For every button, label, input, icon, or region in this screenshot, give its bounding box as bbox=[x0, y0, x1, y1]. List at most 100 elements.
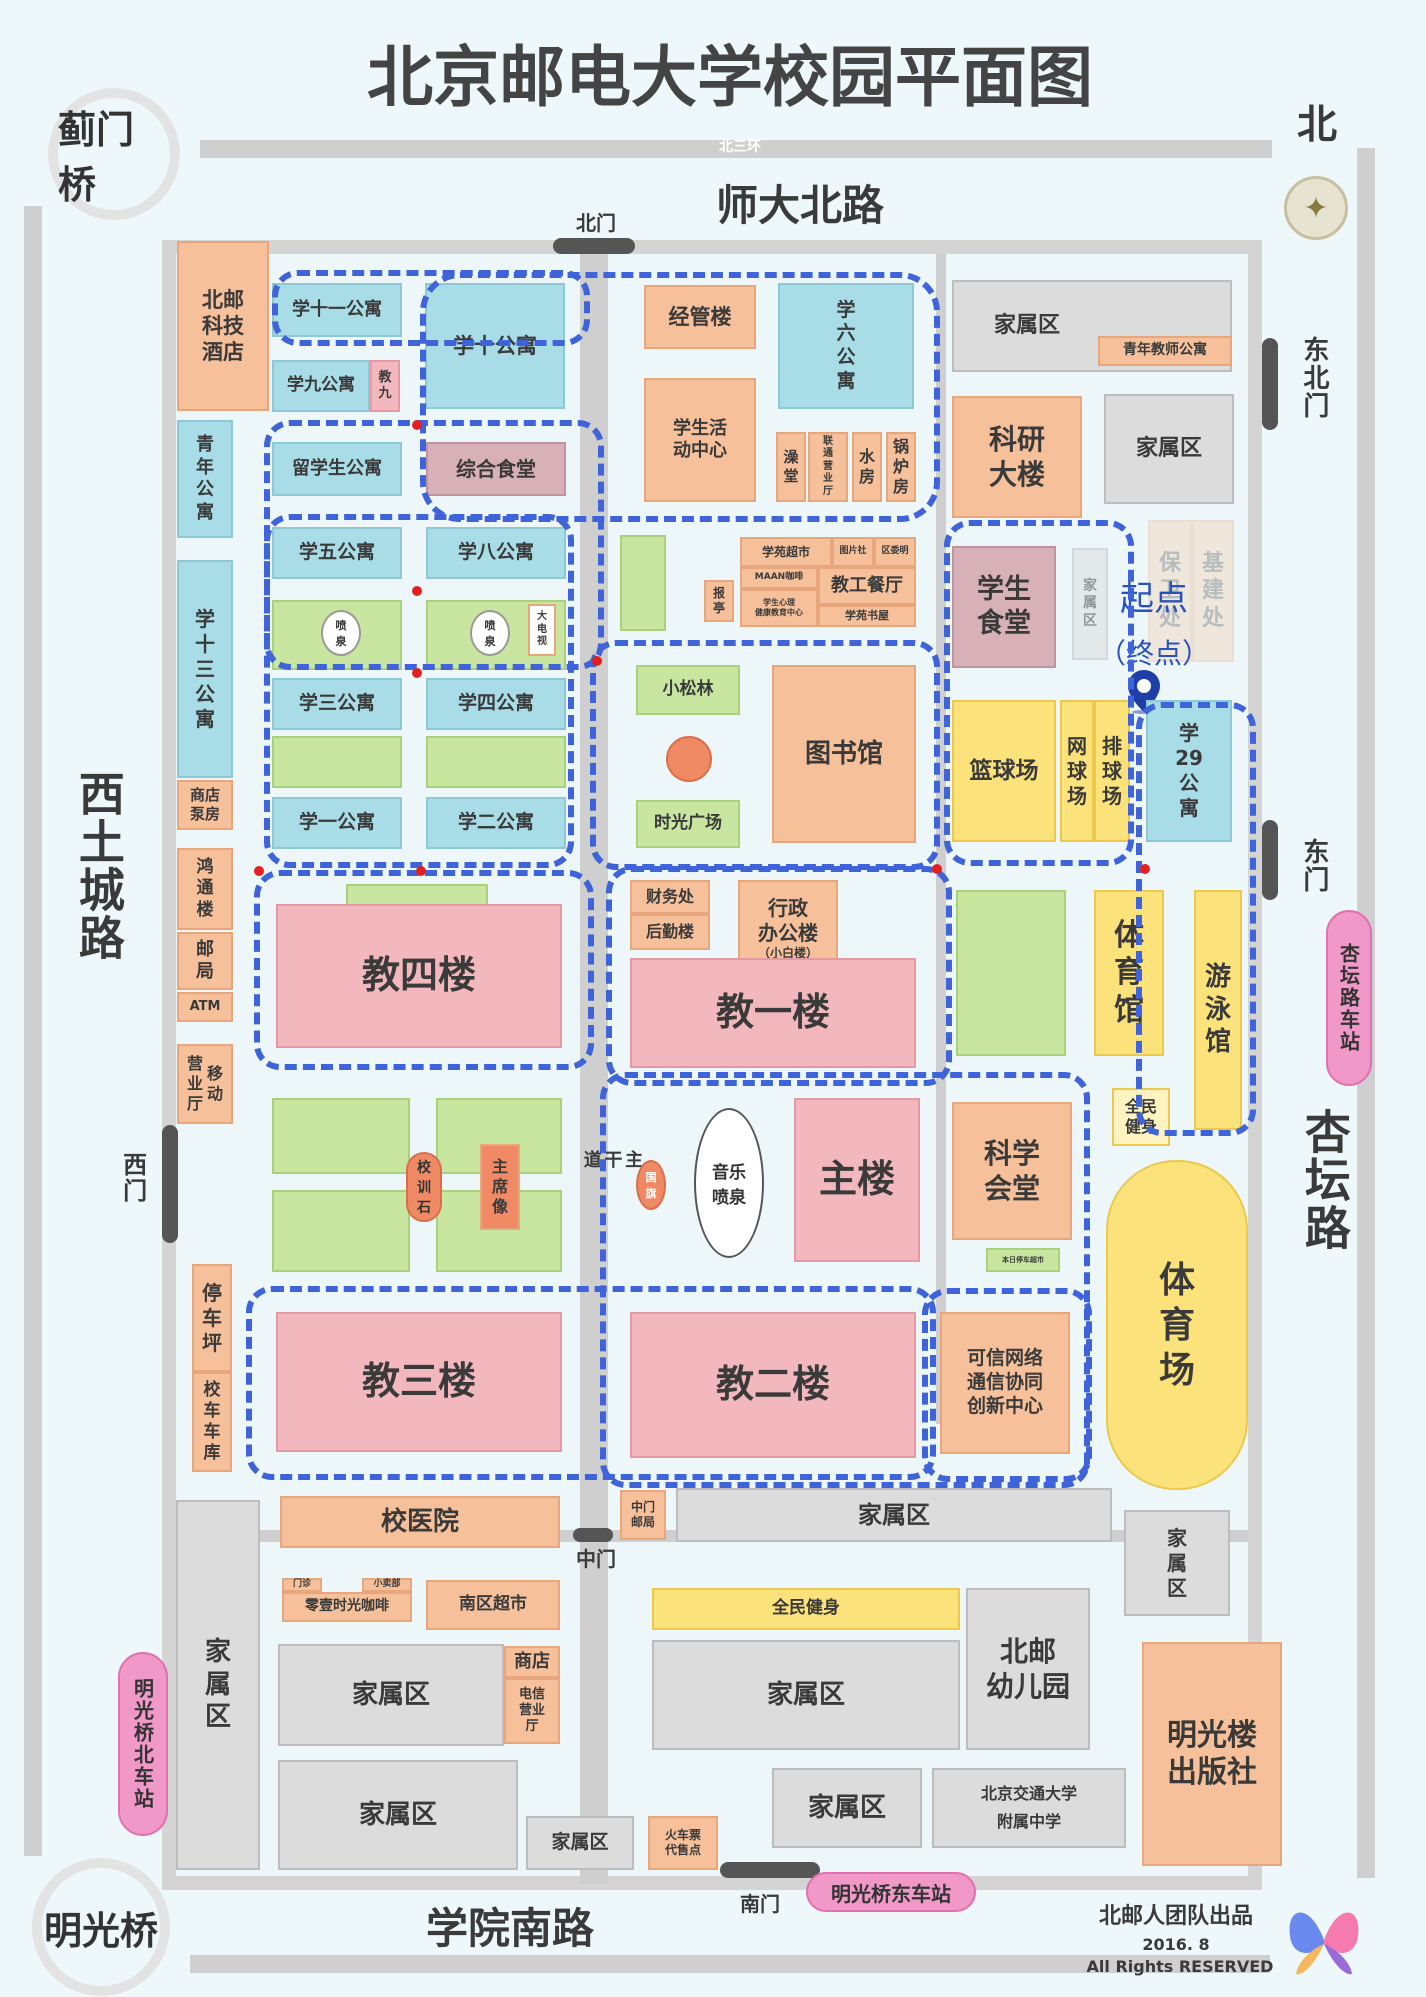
residential-mid[interactable]: 家属区 bbox=[676, 1488, 1112, 1542]
student-canteen[interactable]: 学生 食堂 bbox=[952, 546, 1056, 668]
xue13-apartment[interactable]: 学 十 三 公 寓 bbox=[177, 560, 233, 778]
xueyuan-market[interactable]: 学苑超市 bbox=[740, 537, 832, 567]
lawn-center-north bbox=[620, 535, 666, 631]
time-square[interactable]: 时光广场 bbox=[636, 800, 740, 848]
teaching-building-3[interactable]: 教三楼 bbox=[276, 1312, 562, 1452]
bjtu-middle-school[interactable]: 北京交通大学 附属中学 bbox=[932, 1768, 1126, 1848]
water-room[interactable]: 水 房 bbox=[852, 432, 882, 502]
middle-gate-post[interactable]: 中门 邮局 bbox=[620, 1490, 666, 1540]
atm[interactable]: ATM bbox=[177, 992, 233, 1022]
gate-north[interactable] bbox=[553, 238, 635, 254]
residential-west[interactable]: 家 属 区 bbox=[176, 1500, 260, 1870]
route-center-loop bbox=[590, 640, 940, 870]
xue9-apartment[interactable]: 学九公寓 bbox=[272, 360, 370, 412]
campus-hospital[interactable]: 校医院 bbox=[280, 1496, 560, 1548]
xiaosonglin[interactable]: 小松林 bbox=[636, 665, 740, 715]
xue2-apartment[interactable]: 学二公寓 bbox=[426, 797, 566, 849]
research-building[interactable]: 科研 大楼 bbox=[952, 396, 1082, 518]
mental-health-center[interactable]: 学生心理 健康教育中心 bbox=[740, 589, 818, 627]
bus-stop-mingguang-north[interactable]: 明光桥北车站 bbox=[118, 1652, 168, 1836]
fitness-area-2[interactable]: 全民健身 bbox=[652, 1588, 960, 1630]
security-office[interactable]: 保卫处 bbox=[1148, 520, 1192, 662]
library[interactable]: 图书馆 bbox=[772, 665, 916, 843]
residential-c[interactable]: 家属区 bbox=[278, 1760, 518, 1870]
parking-lot[interactable]: 停 车 坪 bbox=[192, 1264, 232, 1372]
teaching-building-1[interactable]: 教一楼 bbox=[630, 958, 916, 1068]
qingnian-apartment[interactable]: 青 年 公 寓 bbox=[177, 420, 233, 538]
residential-e[interactable]: 家属区 bbox=[772, 1768, 922, 1848]
campus-shop[interactable]: 区委明 bbox=[874, 537, 916, 567]
teaching-building-4[interactable]: 教四楼 bbox=[276, 904, 562, 1048]
gate-west[interactable] bbox=[162, 1125, 178, 1243]
hongtong-building[interactable]: 鸿 通 楼 bbox=[177, 848, 233, 930]
young-teacher-apartment[interactable]: 青年教师公寓 bbox=[1098, 336, 1232, 366]
xue3-apartment[interactable]: 学三公寓 bbox=[272, 678, 402, 730]
flag-pole[interactable]: 国 旗 bbox=[636, 1160, 666, 1210]
motto-stone[interactable]: 校 训 石 bbox=[406, 1152, 442, 1222]
tennis-court[interactable]: 网 球 场 bbox=[1060, 700, 1094, 842]
teaching-building-2[interactable]: 教二楼 bbox=[630, 1312, 916, 1458]
xue29-apartment[interactable]: 学 29 公 寓 bbox=[1146, 700, 1232, 842]
mobile-hall[interactable]: 营 业 厅移 动 bbox=[177, 1044, 233, 1124]
xue6-apartment[interactable]: 学 六 公 寓 bbox=[778, 283, 914, 409]
residential-b[interactable]: 家属区 bbox=[652, 1640, 960, 1750]
residential-east-small[interactable]: 家 属 区 bbox=[1124, 1510, 1230, 1616]
xue1-apartment[interactable]: 学一公寓 bbox=[272, 797, 402, 849]
gate-northeast[interactable] bbox=[1262, 338, 1278, 430]
school-bus-garage[interactable]: 校 车 车 库 bbox=[192, 1372, 232, 1472]
gate-middle[interactable] bbox=[573, 1528, 613, 1542]
lawn-south-1 bbox=[272, 1098, 410, 1174]
science-hall[interactable]: 科学 会堂 bbox=[952, 1102, 1072, 1240]
post-office[interactable]: 邮 局 bbox=[177, 932, 233, 990]
road-west-label: 西土城路 bbox=[71, 770, 126, 962]
shop[interactable]: 商店 bbox=[504, 1646, 560, 1678]
jiao9-building[interactable]: 教 九 bbox=[370, 360, 400, 412]
xueyuan-bookstore[interactable]: 学苑书屋 bbox=[818, 605, 916, 627]
train-ticket-office[interactable]: 火车票 代售点 bbox=[648, 1816, 718, 1870]
innovation-center[interactable]: 可信网络 通信协同 创新中心 bbox=[940, 1312, 1070, 1454]
kindergarten[interactable]: 北邮 幼儿园 bbox=[966, 1588, 1090, 1750]
bathhouse[interactable]: 澡 堂 bbox=[776, 432, 806, 502]
main-building[interactable]: 主楼 bbox=[794, 1098, 920, 1262]
junction-dot bbox=[416, 866, 426, 876]
logistics-building[interactable]: 后勤楼 bbox=[630, 914, 710, 950]
bus-stop-xingtan[interactable]: 杏坛路车站 bbox=[1326, 910, 1372, 1086]
finance-office[interactable]: 财务处 bbox=[630, 880, 710, 914]
kiosk-small[interactable]: 小卖部 bbox=[362, 1578, 412, 1592]
xue4-apartment[interactable]: 学四公寓 bbox=[426, 678, 566, 730]
bus-stop-mingguang-east[interactable]: 明光桥东车站 bbox=[806, 1872, 976, 1912]
photo-shop[interactable]: 图片社 bbox=[832, 537, 874, 567]
mingguang-press[interactable]: 明光楼 出版社 bbox=[1142, 1642, 1282, 1866]
residential-small[interactable]: 家 属 区 bbox=[1072, 548, 1108, 660]
clinic-kiosk[interactable]: 门诊 bbox=[282, 1578, 322, 1592]
residential-d[interactable]: 家属区 bbox=[526, 1816, 634, 1870]
parking-shop[interactable]: 本日停车超市 bbox=[986, 1248, 1060, 1272]
chairman-statue[interactable]: 主 席 像 bbox=[480, 1144, 520, 1230]
gate-east[interactable] bbox=[1262, 820, 1278, 900]
unicom-hall[interactable]: 联 通 营 业 厅 bbox=[808, 432, 848, 502]
bus-stop-xingtan-label: 杏坛路车站 bbox=[1336, 943, 1361, 1053]
stadium[interactable]: 体 育 场 bbox=[1106, 1160, 1248, 1490]
shop-pump-room[interactable]: 商店 泵房 bbox=[177, 780, 233, 830]
swimming-pool[interactable]: 游 泳 馆 bbox=[1194, 890, 1242, 1130]
xue8-apartment[interactable]: 学八公寓 bbox=[426, 527, 566, 579]
gate-south[interactable] bbox=[720, 1862, 820, 1878]
faculty-dining[interactable]: 教工餐厅 bbox=[818, 567, 916, 605]
telecom-hall[interactable]: 电信 营业 厅 bbox=[504, 1678, 560, 1744]
residential-a[interactable]: 家属区 bbox=[278, 1644, 504, 1746]
liuxuesheng-apartment[interactable]: 留学生公寓 bbox=[272, 442, 402, 496]
hotel[interactable]: 北邮 科技 酒店 bbox=[177, 241, 269, 411]
jingguan-building[interactable]: 经管楼 bbox=[644, 285, 756, 349]
xue5-apartment[interactable]: 学五公寓 bbox=[272, 527, 402, 579]
basketball-court[interactable]: 篮球场 bbox=[952, 700, 1056, 842]
lingyi-cafe[interactable]: 零壹时光咖啡 bbox=[282, 1592, 412, 1622]
maan-cafe[interactable]: MAAN咖啡 bbox=[740, 567, 818, 589]
residential-ne-2[interactable]: 家属区 bbox=[1104, 394, 1234, 504]
south-market[interactable]: 南区超市 bbox=[426, 1580, 560, 1630]
road-east-label: 杏坛路 bbox=[1297, 1108, 1352, 1252]
music-fountain[interactable]: 音乐 喷泉 bbox=[694, 1108, 764, 1258]
infrastructure-office[interactable]: 基建处 bbox=[1192, 520, 1234, 662]
newsstand[interactable]: 报 亭 bbox=[704, 580, 734, 622]
student-activity-center[interactable]: 学生活 动中心 bbox=[644, 378, 756, 502]
